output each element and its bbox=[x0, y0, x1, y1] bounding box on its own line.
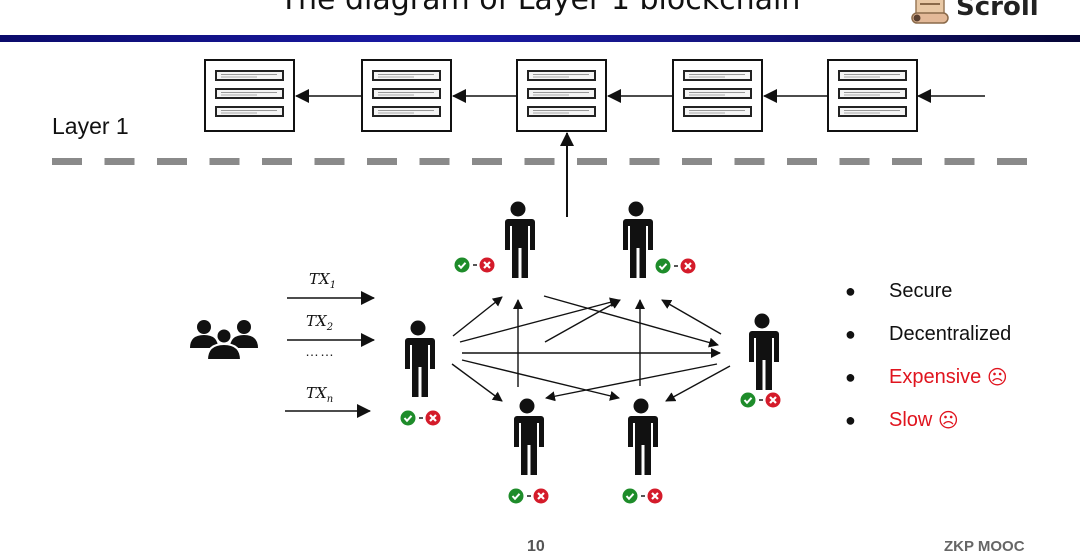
network-node bbox=[621, 398, 664, 505]
person-icon bbox=[748, 313, 779, 390]
user-group-icon bbox=[190, 320, 258, 361]
layer-label: Layer 1 bbox=[52, 113, 129, 139]
sad-face-icon: ☹ bbox=[937, 410, 959, 432]
network-node bbox=[453, 201, 535, 278]
p2p-broadcast-arrows bbox=[451, 295, 731, 402]
layer-boundary-dashed-line bbox=[52, 158, 1027, 165]
dash-segment bbox=[997, 158, 1027, 165]
broadcast-arrow bbox=[459, 297, 620, 343]
block bbox=[516, 59, 607, 132]
broadcast-arrow bbox=[545, 363, 718, 402]
block-tx-row bbox=[215, 88, 284, 99]
block-tx-row bbox=[372, 106, 441, 117]
bullet-icon: ● bbox=[845, 324, 856, 344]
footer-brand: ZKP MOOC bbox=[944, 538, 1025, 555]
broadcast-arrow bbox=[544, 299, 621, 343]
dash-segment bbox=[682, 158, 712, 165]
tx-label-2: TX2 bbox=[306, 312, 334, 333]
property-label: Secure bbox=[889, 280, 953, 302]
person-icon bbox=[504, 201, 535, 278]
property-label: Slow bbox=[889, 409, 933, 431]
validation-status-icons bbox=[654, 257, 697, 275]
network-node bbox=[622, 201, 697, 278]
dash-segment bbox=[367, 158, 397, 165]
block-tx-row bbox=[372, 88, 441, 99]
title-divider bbox=[0, 35, 1080, 42]
validation-status-icons bbox=[453, 256, 496, 274]
person-icon bbox=[627, 398, 658, 475]
dash-segment bbox=[524, 158, 555, 165]
broadcast-arrow bbox=[665, 365, 731, 402]
validation-status-icons bbox=[507, 487, 550, 505]
network-node bbox=[507, 398, 550, 505]
block bbox=[672, 59, 763, 132]
validation-status-icons bbox=[621, 487, 664, 505]
network-node bbox=[399, 320, 442, 427]
block-tx-row bbox=[372, 70, 441, 81]
bullet-icon: ● bbox=[845, 410, 856, 430]
block bbox=[827, 59, 918, 132]
dash-segment bbox=[787, 158, 817, 165]
dash-segment bbox=[734, 158, 765, 165]
property-label: Expensive bbox=[889, 366, 982, 388]
block-chain bbox=[204, 59, 918, 132]
block-tx-row bbox=[527, 106, 596, 117]
broadcast-arrow bbox=[543, 295, 719, 348]
property-item: ● Expensive ☹ bbox=[845, 356, 1011, 399]
slide-title: The diagram of Layer 1 blockchain bbox=[0, 0, 1080, 17]
block-tx-row bbox=[527, 88, 596, 99]
broadcast-arrow bbox=[661, 299, 722, 335]
scroll-logo-text: Scroll bbox=[956, 0, 1039, 22]
dash-segment bbox=[52, 158, 82, 165]
block-tx-row bbox=[683, 106, 752, 117]
broadcast-arrow bbox=[451, 363, 503, 402]
dash-segment bbox=[314, 158, 345, 165]
block-tx-row bbox=[215, 106, 284, 117]
page-number: 10 bbox=[527, 538, 545, 555]
tx-ellipsis: …… bbox=[305, 343, 335, 359]
broadcast-arrow bbox=[461, 359, 620, 401]
validation-status-icons bbox=[739, 391, 782, 409]
dash-segment bbox=[629, 158, 660, 165]
scroll-icon bbox=[911, 0, 949, 24]
dash-segment bbox=[944, 158, 975, 165]
tx-label-n: TXn bbox=[306, 384, 334, 405]
block-tx-row bbox=[683, 70, 752, 81]
dash-segment bbox=[419, 158, 450, 165]
block-tx-row bbox=[838, 88, 907, 99]
validation-status-icons bbox=[399, 409, 442, 427]
person-icon bbox=[404, 320, 435, 397]
dash-segment bbox=[577, 158, 607, 165]
block-tx-row bbox=[838, 70, 907, 81]
dash-segment bbox=[209, 158, 240, 165]
tx-label-1: TX1 bbox=[309, 270, 337, 291]
broadcast-arrow bbox=[452, 296, 503, 337]
sad-face-icon: ☹ bbox=[986, 367, 1008, 389]
property-item: ● Slow ☹ bbox=[845, 399, 1011, 442]
dash-segment bbox=[157, 158, 187, 165]
block bbox=[361, 59, 452, 132]
property-item: ● Decentralized bbox=[845, 313, 1011, 356]
block-tx-row bbox=[215, 70, 284, 81]
dash-segment bbox=[472, 158, 502, 165]
person-icon bbox=[513, 398, 544, 475]
person-icon bbox=[622, 201, 653, 278]
bullet-icon: ● bbox=[845, 367, 856, 387]
dash-segment bbox=[839, 158, 870, 165]
block-tx-row bbox=[683, 88, 752, 99]
property-label: Decentralized bbox=[889, 323, 1012, 345]
bullet-icon: ● bbox=[845, 281, 856, 301]
scroll-logo: Scroll bbox=[910, 0, 1039, 28]
dash-segment bbox=[104, 158, 135, 165]
dash-segment bbox=[892, 158, 922, 165]
block-tx-row bbox=[527, 70, 596, 81]
network-node bbox=[739, 313, 782, 409]
tx-arrows bbox=[285, 291, 375, 418]
block-tx-row bbox=[838, 106, 907, 117]
dash-segment bbox=[262, 158, 292, 165]
block bbox=[204, 59, 295, 132]
property-list: ● Secure ● Decentralized ● Expensive ☹ ● Slo… bbox=[845, 270, 1011, 442]
property-item: ● Secure bbox=[845, 270, 1011, 313]
